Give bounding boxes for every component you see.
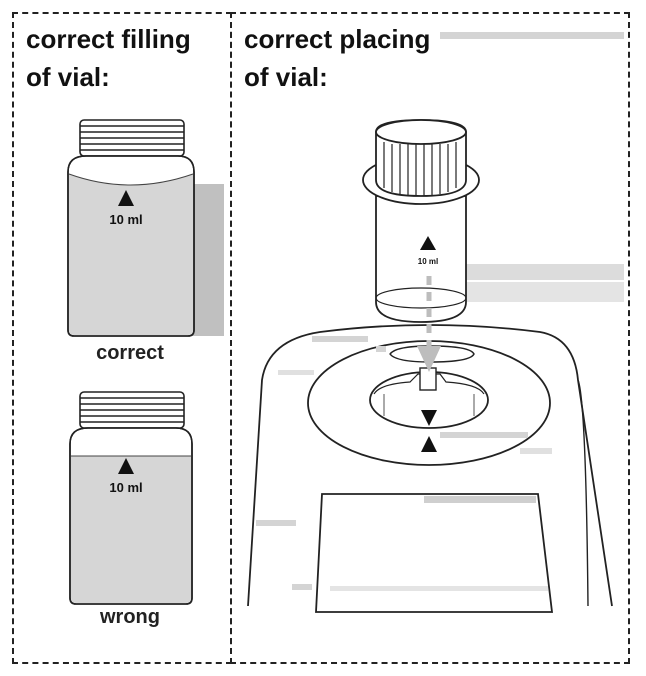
fill-mark-arrow <box>118 190 134 206</box>
vial-mark-arrow <box>420 236 436 250</box>
filling-heading-line2: of vial: <box>26 62 110 92</box>
sample-well <box>383 394 475 416</box>
fill-mark-arrow <box>118 458 134 474</box>
filling-heading: correct filling of vial: <box>26 20 226 96</box>
vial-wrong-caption: wrong <box>100 606 160 628</box>
alignment-mark-bottom <box>421 436 437 452</box>
placing-heading-line1: correct placing <box>244 24 431 54</box>
placing-heading: correct placing of vial: <box>244 20 474 96</box>
placing-heading-line2: of vial: <box>244 62 328 92</box>
decor-bar <box>292 584 312 590</box>
vial-wrong <box>69 391 193 605</box>
vial-wrong-mark-label: 10 ml <box>109 480 142 495</box>
alignment-mark-top <box>421 410 437 426</box>
decor-bar <box>424 496 536 503</box>
filling-heading-line1: correct filling <box>26 24 191 54</box>
placing-panel <box>230 12 630 664</box>
cap-ridges <box>383 142 457 196</box>
placing-vial-mark-label: 10 ml <box>418 257 438 266</box>
decor-bar <box>312 336 368 342</box>
decor-bar <box>376 346 386 352</box>
decor-bar <box>466 264 624 280</box>
decor-bar <box>256 520 296 526</box>
vial-correct-caption: correct <box>96 342 164 364</box>
vial-inserting <box>362 119 480 323</box>
decor-bar <box>440 282 624 302</box>
insertion-arrow <box>417 276 441 372</box>
decor-bar <box>440 32 624 39</box>
decor-bar <box>278 370 314 375</box>
vial-correct <box>67 119 195 337</box>
decor-bar <box>330 586 548 591</box>
decor-bar <box>520 448 552 454</box>
shade-block <box>192 184 224 336</box>
vial-correct-mark-label: 10 ml <box>109 212 142 227</box>
decor-bar <box>440 432 528 438</box>
